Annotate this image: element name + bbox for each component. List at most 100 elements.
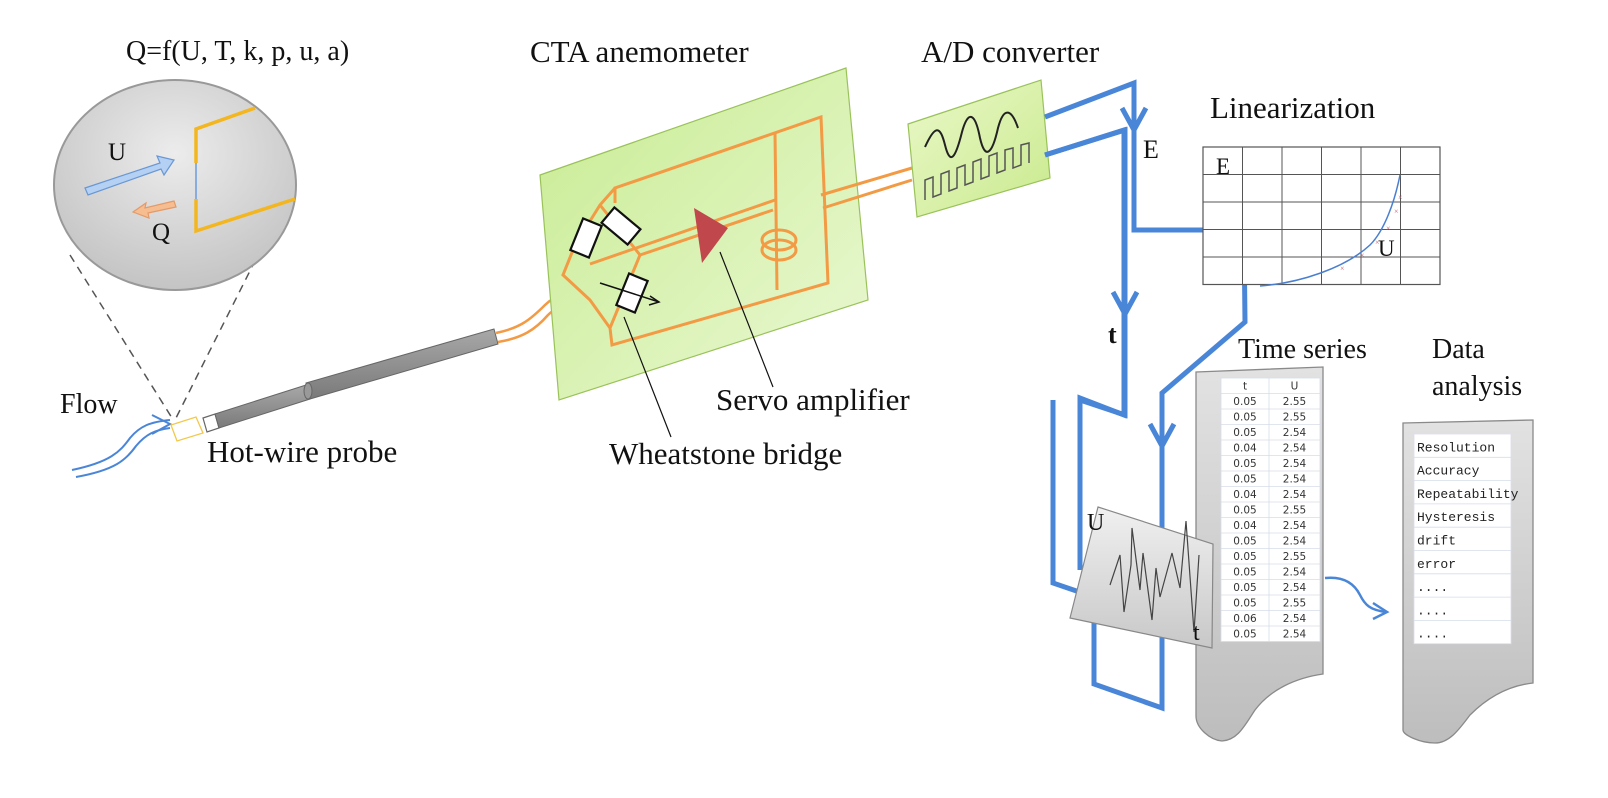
ad-converter-title: A/D converter [921, 34, 1100, 69]
bridge-resistor-1 [568, 217, 604, 259]
table-row: 0.05 2.55 [1233, 551, 1306, 563]
calibration-point: × [1360, 251, 1365, 260]
cell-U: 2.55 [1283, 598, 1306, 610]
cell-t: 0.05 [1233, 412, 1256, 424]
linearization-title: Linearization [1210, 90, 1376, 125]
cell-U: 2.55 [1283, 396, 1306, 408]
time-signal-plot: U t [1069, 506, 1214, 649]
list-item: Hysteresis [1417, 510, 1495, 525]
cell-U: 2.54 [1283, 582, 1307, 594]
calibration-point: × [1375, 238, 1380, 247]
cell-U: 2.54 [1283, 613, 1307, 625]
bridge-resistor-2 [599, 205, 643, 247]
cell-U: 2.54 [1283, 458, 1307, 470]
cell-U: 2.54 [1283, 567, 1307, 579]
cell-t: 0.05 [1233, 427, 1256, 439]
hot-wire-probe [170, 285, 613, 442]
cell-t: t [1243, 381, 1247, 393]
zoom-circle [53, 79, 297, 291]
flow-label: Flow [60, 389, 118, 420]
heat-label: Q [152, 219, 170, 246]
turbulent-signal-trace [1109, 520, 1200, 633]
table-row: 0.05 2.54 [1233, 582, 1306, 594]
cell-t: 0.05 [1233, 458, 1256, 470]
zoom-inset: U Q [53, 79, 297, 419]
cell-t: 0.04 [1233, 489, 1257, 501]
wheatstone-bridge-leader [623, 316, 672, 438]
cell-t: 0.05 [1233, 536, 1256, 548]
cell-U: 2.54 [1283, 629, 1307, 641]
heat-arrow-icon [131, 200, 177, 219]
servo-amplifier-label: Servo amplifier [716, 382, 910, 417]
cell-t: 0.05 [1233, 505, 1256, 517]
cell-U: 2.54 [1283, 520, 1307, 532]
prong-upper [194, 106, 256, 163]
probe-body [305, 328, 499, 400]
calibration-curve [1259, 174, 1401, 287]
cell-U: U [1291, 381, 1299, 393]
list-item: Repeatability [1417, 487, 1519, 502]
analysis-arrow-icon [1324, 576, 1390, 621]
cell-U: 2.54 [1283, 443, 1307, 455]
table-row: 0.05 2.55 [1233, 412, 1306, 424]
data-analysis-title-line1: Data [1432, 334, 1485, 365]
calibration-point: × [1340, 264, 1345, 273]
prong-lower [194, 197, 296, 234]
probe-joint [303, 382, 313, 400]
arrow-down-icon-timeseries [1147, 422, 1177, 452]
list-item: drift [1417, 534, 1456, 549]
velocity-label: U [108, 139, 126, 166]
cell-t: 0.04 [1233, 443, 1257, 455]
cell-U: 2.55 [1283, 551, 1306, 563]
signal-E-label: E [1143, 135, 1159, 164]
list-item: Resolution [1417, 440, 1495, 455]
cell-t: 0.06 [1233, 613, 1257, 625]
table-row: 0.05 2.54 [1233, 536, 1306, 548]
cell-U: 2.54 [1283, 536, 1307, 548]
cell-U: 2.54 [1283, 474, 1307, 486]
cell-U: 2.55 [1283, 412, 1306, 424]
cta-anemometer-board [539, 67, 913, 438]
servo-amplifier-icon [694, 208, 728, 263]
variable-resistor-arrow [599, 282, 660, 303]
table-row: 0.06 2.54 [1233, 613, 1306, 625]
probe-sensor-box [170, 416, 204, 442]
flow-arrow-icon [71, 414, 173, 478]
list-item: error [1417, 557, 1456, 572]
cell-t: 0.05 [1233, 551, 1256, 563]
table-row: 0.04 2.54 [1233, 443, 1306, 455]
linearization-plot: ××××××EU [1202, 146, 1441, 287]
cell-t: 0.05 [1233, 598, 1256, 610]
list-item: .... [1417, 603, 1448, 618]
signal-path-t-upper [1044, 126, 1127, 570]
time-plot-x-label: t [1193, 620, 1200, 646]
calibration-point: × [1386, 224, 1391, 233]
cell-t: 0.05 [1233, 567, 1256, 579]
cell-U: 2.55 [1283, 505, 1306, 517]
hot-wire-probe-label: Hot-wire probe [207, 434, 398, 469]
digital-wave-icon [924, 142, 1030, 200]
cta-anemometer-title: CTA anemometer [530, 34, 749, 69]
arrow-down-icon-t [1110, 290, 1140, 320]
time-plot-y-label: U [1087, 510, 1104, 536]
table-row: 0.05 2.55 [1233, 598, 1306, 610]
probe-stem-narrow [214, 384, 311, 429]
lin-y-label: E [1216, 154, 1230, 179]
list-item: .... [1417, 627, 1448, 642]
list-item: Accuracy [1417, 464, 1480, 479]
arrow-down-icon-E [1119, 106, 1149, 136]
analog-wave-icon [924, 111, 1019, 159]
table-row: 0.05 2.55 [1233, 505, 1306, 517]
table-row: 0.05 2.54 [1233, 458, 1306, 470]
cell-t: 0.05 [1233, 582, 1256, 594]
ad-converter-box [907, 79, 1051, 218]
calibration-point: × [1398, 193, 1403, 202]
